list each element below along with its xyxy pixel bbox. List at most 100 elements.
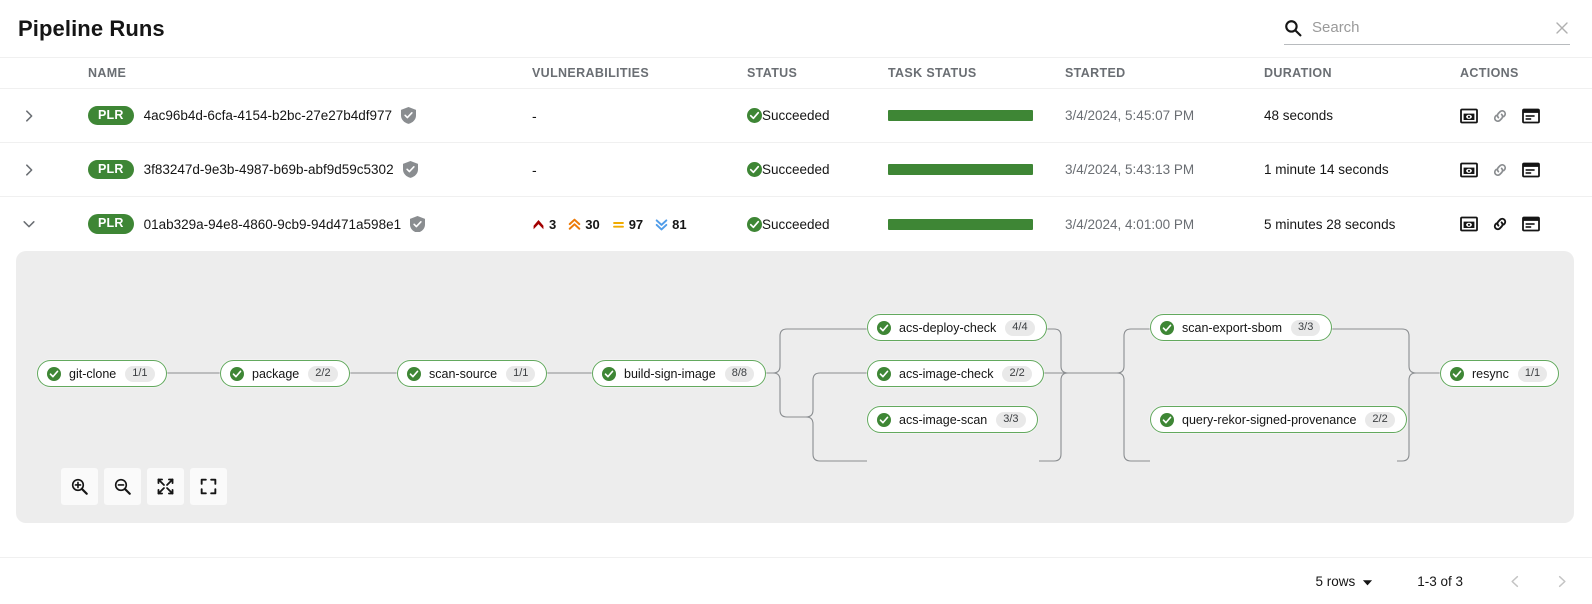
chevron-left-icon[interactable] (1509, 575, 1522, 588)
duration-value: 1 minute 14 seconds (1264, 162, 1389, 177)
pipeline-node-count: 2/2 (1365, 411, 1395, 428)
duration-value: 48 seconds (1264, 108, 1334, 123)
output-window-icon[interactable] (1460, 107, 1478, 125)
table-row[interactable]: PLR 01ab329a-94e8-4860-9cb9-94d471a598e1… (0, 197, 1592, 251)
run-name-cell[interactable]: PLR 3f83247d-9e3b-4987-b69b-abf9d59c5302 (88, 159, 532, 180)
check-circle-icon (747, 108, 762, 123)
pagination-controls (1509, 575, 1568, 588)
logs-icon[interactable] (1522, 161, 1540, 179)
run-name: 4ac96b4d-6cfa-4154-b2bc-27e27b4df977 (143, 108, 393, 123)
table-footer: 5 rows 1-3 of 3 (0, 557, 1592, 604)
search-box[interactable] (1284, 11, 1570, 45)
task-status-bar (888, 110, 1033, 121)
severity-important: 30 (568, 216, 600, 232)
vulnerabilities-cell: - (532, 162, 747, 178)
severity-critical: 3 (532, 217, 556, 232)
run-name-cell[interactable]: PLR 01ab329a-94e8-4860-9cb9-94d471a598e1 (88, 214, 532, 234)
pipeline-node-acs-deploy-check[interactable]: acs-deploy-check 4/4 (867, 314, 1047, 341)
pipeline-node-acs-image-check[interactable]: acs-image-check 2/2 (867, 360, 1044, 387)
page-title: Pipeline Runs (18, 15, 165, 41)
close-icon[interactable] (1554, 20, 1570, 36)
pipeline-node-count: 3/3 (1291, 319, 1321, 336)
column-header-name: NAME (88, 66, 127, 80)
vulnerabilities-cell[interactable]: 3 30 97 81 (532, 217, 747, 232)
started-value: 3/4/2024, 5:43:13 PM (1065, 162, 1195, 177)
fit-to-screen-button[interactable] (147, 468, 184, 505)
run-name: 3f83247d-9e3b-4987-b69b-abf9d59c5302 (143, 162, 394, 177)
severity-low-count: 81 (672, 216, 687, 232)
row-expand-toggle[interactable] (0, 109, 88, 123)
pipeline-node-count: 3/3 (996, 411, 1026, 428)
column-header-task-status: TASK STATUS (888, 66, 977, 80)
zoom-in-button[interactable] (61, 468, 98, 505)
link-icon[interactable] (1491, 107, 1509, 125)
severity-important-count: 30 (585, 216, 600, 232)
check-circle-icon (230, 366, 244, 381)
chevron-right-icon (22, 163, 36, 177)
pipeline-node-label: scan-source (429, 366, 498, 381)
pipeline-graph-panel[interactable]: git-clone 1/1 package 2/2 scan-source 1/… (16, 251, 1574, 523)
run-name: 01ab329a-94e8-4860-9cb9-94d471a598e1 (143, 216, 402, 232)
pipeline-node-git-clone[interactable]: git-clone 1/1 (37, 360, 167, 387)
pipeline-node-label: acs-image-scan (899, 412, 988, 427)
rows-per-page-select[interactable]: 5 rows (1315, 574, 1373, 589)
check-circle-icon (877, 366, 891, 381)
pipeline-node-label: scan-export-sbom (1182, 320, 1283, 335)
severity-moderate: 97 (612, 217, 643, 232)
output-window-icon[interactable] (1460, 215, 1478, 233)
column-header-actions: ACTIONS (1460, 66, 1519, 80)
status-text: Succeeded (762, 162, 830, 177)
chevron-right-icon[interactable] (1555, 575, 1568, 588)
check-circle-icon (407, 366, 421, 381)
run-name-cell[interactable]: PLR 4ac96b4d-6cfa-4154-b2bc-27e27b4df977 (88, 105, 532, 126)
pipeline-node-resync[interactable]: resync 1/1 (1440, 360, 1560, 387)
check-circle-icon (47, 366, 61, 381)
graph-toolbar (61, 468, 227, 505)
pipeline-graph-edges (155, 328, 1440, 462)
caret-down-icon (1362, 576, 1373, 587)
check-circle-icon (1160, 320, 1174, 335)
vulnerabilities-cell: - (532, 108, 747, 124)
link-icon[interactable] (1491, 161, 1509, 179)
column-header-duration: DURATION (1264, 66, 1332, 80)
shield-check-icon (401, 107, 417, 124)
pipeline-node-package[interactable]: package 2/2 (220, 360, 350, 387)
pipeline-node-label: build-sign-image (624, 366, 716, 381)
rows-per-page-label: 5 rows (1315, 573, 1356, 589)
pipeline-node-label: git-clone (69, 366, 117, 381)
status-cell: Succeeded (747, 162, 888, 177)
zoom-out-button[interactable] (104, 468, 141, 505)
vulnerabilities-value: - (532, 161, 537, 178)
pipeline-graph-canvas[interactable]: git-clone 1/1 package 2/2 scan-source 1/… (16, 251, 1574, 523)
started-value: 3/4/2024, 5:45:07 PM (1065, 108, 1195, 123)
row-expand-toggle[interactable] (0, 217, 88, 231)
link-icon[interactable] (1491, 215, 1509, 233)
column-header-status: STATUS (747, 66, 798, 80)
vulnerabilities-value: - (532, 107, 537, 124)
search-input[interactable] (1312, 19, 1548, 36)
reset-view-button[interactable] (190, 468, 227, 505)
table-row[interactable]: PLR 4ac96b4d-6cfa-4154-b2bc-27e27b4df977… (0, 89, 1592, 143)
check-circle-icon (1160, 412, 1174, 427)
search-icon (1284, 19, 1302, 37)
pipeline-node-build-sign-image[interactable]: build-sign-image 8/8 (592, 360, 767, 387)
task-status-bar (888, 164, 1033, 175)
pipeline-node-scan-export-sbom[interactable]: scan-export-sbom 3/3 (1150, 314, 1333, 341)
row-expand-toggle[interactable] (0, 163, 88, 177)
table-header-row: NAME VULNERABILITIES STATUS TASK STATUS … (0, 57, 1592, 89)
pipeline-node-query-rekor-signed-provenance[interactable]: query-rekor-signed-provenance 2/2 (1150, 406, 1407, 433)
chevron-right-icon (22, 109, 36, 123)
status-text: Succeeded (762, 108, 830, 123)
status-cell: Succeeded (747, 216, 888, 232)
output-window-icon[interactable] (1460, 161, 1478, 179)
severity-important-icon (568, 218, 581, 231)
pipeline-node-acs-image-scan[interactable]: acs-image-scan 3/3 (867, 406, 1038, 433)
duration-value: 5 minutes 28 seconds (1264, 216, 1396, 232)
pipeline-node-count: 8/8 (724, 365, 755, 382)
logs-icon[interactable] (1522, 107, 1540, 125)
pipeline-node-scan-source[interactable]: scan-source 1/1 (397, 360, 548, 387)
shield-check-icon (410, 215, 426, 233)
logs-icon[interactable] (1522, 215, 1540, 233)
page-header: Pipeline Runs (0, 0, 1592, 57)
table-row[interactable]: PLR 3f83247d-9e3b-4987-b69b-abf9d59c5302… (0, 143, 1592, 197)
